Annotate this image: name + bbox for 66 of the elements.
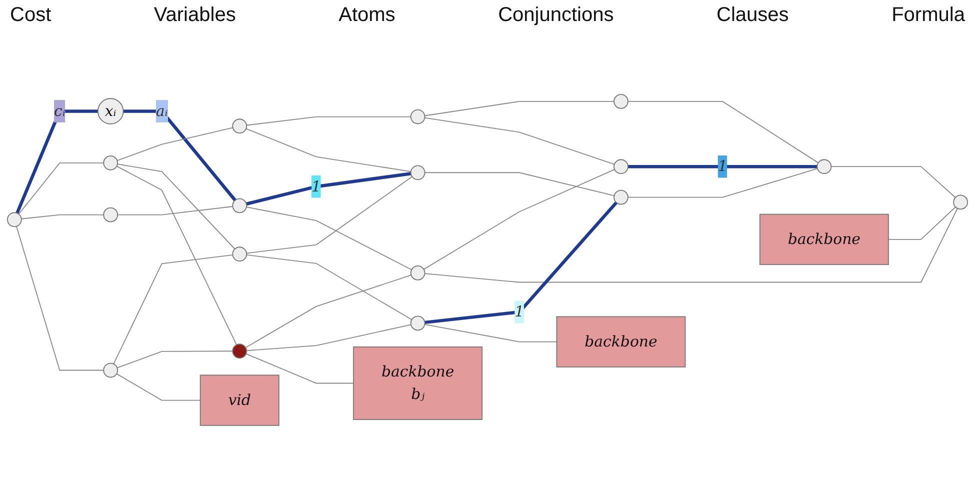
connector [116, 350, 234, 368]
node-circle [953, 194, 968, 210]
connector [18, 162, 104, 215]
column-heading: Variables [154, 4, 236, 28]
node-circle [614, 159, 628, 174]
connector [628, 101, 819, 164]
connector [888, 206, 956, 240]
node-circle [410, 109, 426, 124]
edge-label: aᵢ [156, 102, 168, 120]
column-heading: Clauses [716, 4, 789, 28]
node-box: backbone bⱼ [353, 346, 483, 420]
connector [830, 166, 956, 198]
connector [424, 324, 558, 342]
column-heading: Cost [10, 4, 52, 28]
node-circle [410, 316, 426, 331]
connector [20, 214, 104, 220]
connector [116, 373, 201, 401]
connector [113, 254, 234, 364]
connector [123, 110, 236, 202]
connector [424, 208, 958, 283]
connector [116, 166, 238, 346]
edge-label: 1 [514, 302, 524, 320]
connector [424, 172, 615, 196]
connector [246, 254, 412, 320]
node-circle [232, 246, 248, 262]
node-circle [614, 190, 628, 205]
node-circle [103, 207, 118, 222]
connector [16, 110, 98, 214]
node-box: vid [200, 374, 280, 426]
connector [246, 353, 354, 384]
edge-label: 1 [311, 177, 321, 196]
connector [246, 116, 412, 126]
node-circle [232, 198, 248, 214]
node-box: backbone [759, 214, 889, 266]
connector [424, 101, 614, 116]
connector [245, 274, 412, 348]
connector [628, 165, 818, 168]
connector [424, 117, 615, 165]
connector [424, 202, 618, 324]
node-circle [103, 362, 118, 378]
edge-label: cᵢ [54, 102, 66, 120]
node-circle [232, 118, 248, 134]
node-circle [410, 266, 426, 280]
connector [116, 127, 234, 162]
column-heading: Conjunctions [498, 4, 614, 28]
connector [246, 176, 413, 254]
connector [628, 168, 818, 198]
node-circle [103, 156, 118, 170]
column-heading: Atoms [338, 4, 396, 28]
connector [16, 226, 104, 371]
edge-label: 1 [718, 157, 728, 176]
connector [246, 206, 412, 270]
node-circle [6, 212, 22, 228]
column-heading: Formula [892, 4, 965, 28]
node-circle: xᵢ [97, 98, 124, 124]
node-box: backbone [556, 316, 686, 368]
connector [117, 164, 236, 250]
connector [423, 169, 616, 270]
node-circle [232, 344, 248, 359]
connector [246, 172, 412, 206]
node-circle [816, 159, 832, 174]
connector [246, 324, 412, 352]
connector [246, 128, 412, 172]
node-circle [410, 165, 426, 180]
node-circle [614, 94, 628, 109]
connector [117, 206, 234, 216]
